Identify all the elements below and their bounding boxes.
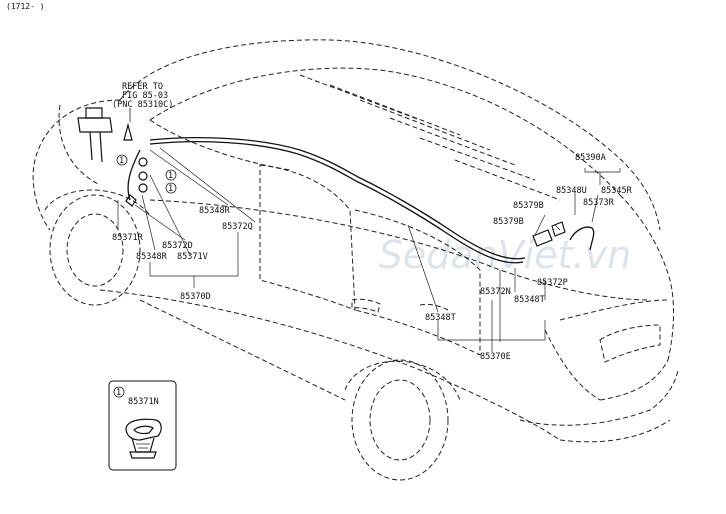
part-label: 85379B [513,201,544,211]
clip-drawing [125,418,162,441]
refer-line-2: FIG 85-03 [122,91,168,101]
part-label: 85372N [480,287,511,297]
part-label: 85372D [162,241,193,251]
inset-callout: 1 [116,388,121,398]
roof-wire-harness [125,137,595,264]
clip-b [138,171,148,181]
part-label: 85348R [199,206,231,216]
part-label: 85348U [556,186,587,196]
part-label: 85348R [136,252,168,262]
part-labels: 85371R 85372D 85348R 85371V 85348R 85372… [112,153,633,362]
part-label: 85390A [575,153,606,163]
part-label: 85373R [583,198,615,208]
part-label: 85379B [493,217,524,227]
header-note: (1712- ) [6,2,45,11]
part-label: 85345R [601,186,633,196]
part-label: 85348T [514,295,545,305]
front-antenna-module [77,107,133,163]
part-label: 85370D [180,292,211,302]
leader-lines-left [117,147,256,288]
callout-marker: 1 [119,156,124,166]
refer-line-1: REFER TO [122,82,163,92]
part-label: 85371V [177,252,208,262]
clip-a [138,157,148,167]
part-label: 85370E [480,352,511,362]
part-label: 85372Q [222,222,253,232]
leader-lines-right [407,168,621,352]
callouts: 1 1 1 [116,154,177,194]
part-label: 85371R [112,233,144,243]
part-label: 85372P [537,278,568,288]
watermark: SedanViet.vn [379,233,631,277]
car-body-outline [32,39,679,481]
callout-marker: 1 [168,171,173,181]
callout-marker: 1 [168,184,173,194]
part-label: 85348T [425,313,456,323]
detail-inset: 1 85371N [108,380,177,471]
clip-c [138,183,148,193]
refer-line-3: (PNC 85310C) [112,100,173,110]
inset-part-label: 85371N [128,397,159,407]
refer-note: REFER TO FIG 85-03 (PNC 85310C) [112,82,173,110]
